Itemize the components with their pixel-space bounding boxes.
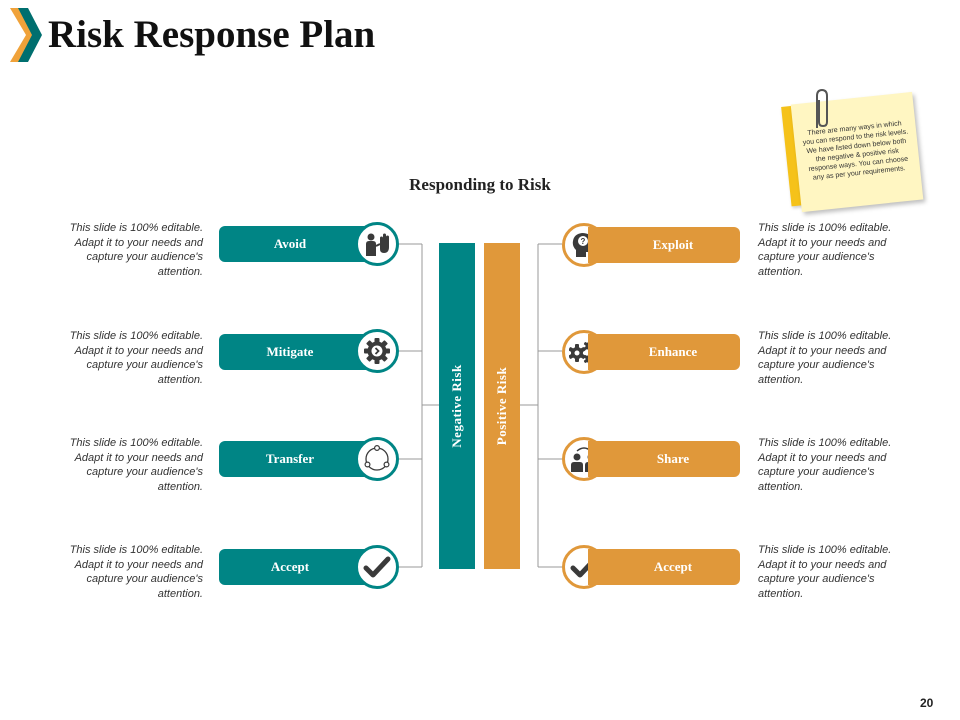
- mitigate-circle: [355, 329, 399, 373]
- mitigate-pill: Mitigate: [219, 334, 379, 370]
- accept-negative-circle: [355, 545, 399, 589]
- checkmark-icon: [363, 556, 391, 578]
- positive-risk-bar: Positive Risk: [484, 243, 520, 569]
- svg-text:?: ?: [581, 237, 586, 246]
- accept-negative-pill: Accept: [219, 549, 379, 585]
- accept-positive-pill: Accept: [588, 549, 740, 585]
- stop-hand-person-icon: [366, 233, 389, 256]
- title-chevron-icon: [10, 8, 42, 62]
- accept-negative-label: Accept: [270, 559, 310, 574]
- mitigate-description: This slide is 100% editable. Adapt it to…: [69, 330, 203, 386]
- accept-positive-label: Accept: [653, 559, 693, 574]
- transfer-circle: [355, 437, 399, 481]
- paperclip-icon: [816, 88, 828, 128]
- transfer-pill: Transfer: [219, 441, 379, 477]
- negative-risk-bar: Negative Risk: [439, 243, 475, 569]
- avoid-circle: [355, 222, 399, 266]
- mitigate-label: Mitigate: [266, 344, 314, 359]
- avoid-pill: Avoid: [219, 226, 379, 262]
- accept-positive-description: This slide is 100% editable. Adapt it to…: [758, 544, 892, 600]
- enhance-label: Enhance: [648, 344, 698, 359]
- page-title: Risk Response Plan: [48, 13, 376, 56]
- share-description: This slide is 100% editable. Adapt it to…: [758, 437, 892, 493]
- page-number: 20: [920, 696, 934, 710]
- transfer-label: Transfer: [265, 451, 315, 466]
- share-label: Share: [656, 451, 690, 466]
- gear-icon: [364, 338, 390, 364]
- avoid-description: This slide is 100% editable. Adapt it to…: [69, 222, 203, 278]
- exploit-label: Exploit: [652, 237, 694, 252]
- positive-risk-label: Positive Risk: [494, 366, 509, 446]
- cycle-icon: [364, 444, 390, 471]
- accept-negative-description: This slide is 100% editable. Adapt it to…: [69, 544, 203, 600]
- transfer-description: This slide is 100% editable. Adapt it to…: [69, 437, 203, 493]
- enhance-pill: Enhance: [588, 334, 740, 370]
- section-title: Responding to Risk: [409, 175, 551, 194]
- share-pill: Share: [588, 441, 740, 477]
- negative-risk-label: Negative Risk: [449, 364, 464, 448]
- exploit-description: This slide is 100% editable. Adapt it to…: [758, 222, 892, 278]
- exploit-pill: Exploit: [588, 227, 740, 263]
- enhance-description: This slide is 100% editable. Adapt it to…: [758, 330, 892, 386]
- avoid-label: Avoid: [273, 236, 307, 251]
